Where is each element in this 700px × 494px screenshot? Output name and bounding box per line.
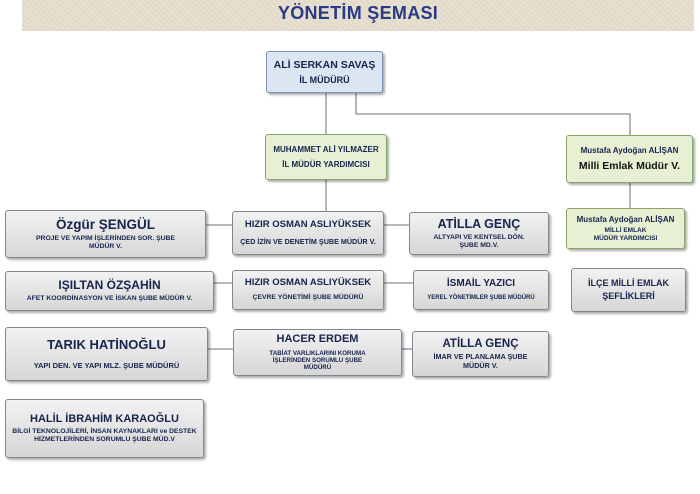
emlak-director-name: Mustafa Aydoğan ALİŞAN: [580, 145, 679, 155]
branch-name: HALİL İBRAHİM KARAOĞLU: [30, 412, 179, 425]
deputy-role: İL MÜDÜR YARDIMCISI: [282, 159, 370, 169]
branch-box-tarik: TARIK HATİNOĞLU YAPI DEN. VE YAPI MLZ. Ş…: [5, 327, 208, 381]
branch-role: İMAR VE PLANLAMA ŞUBE MÜDÜR V.: [433, 352, 528, 370]
ilce-line-2: ŞEFLİKLERİ: [602, 291, 655, 301]
branch-box-hacer: HACER ERDEM TABİAT VARLIKLARINI KORUMA İ…: [233, 329, 402, 376]
title-band: YÖNETİM ŞEMASI: [22, 0, 694, 31]
director-name: ALİ SERKAN SAVAŞ: [273, 58, 376, 71]
branch-name: İSMAİL YAZICI: [446, 277, 516, 289]
ilce-box: İLÇE MİLLİ EMLAK ŞEFLİKLERİ: [571, 268, 686, 312]
branch-box-halil: HALİL İBRAHİM KARAOĞLU BİLGİ TEKNOLOJİLE…: [5, 399, 204, 458]
branch-box-atilla-altyapi: ATİLLA GENÇ ALTYAPI VE KENTSEL DÖN. ŞUBE…: [409, 212, 549, 255]
ilce-line-1: İLÇE MİLLİ EMLAK: [588, 278, 669, 289]
branch-role: ÇEVRE YÖNETİMİ ŞUBE MÜDÜRÜ: [252, 294, 364, 302]
branch-box-ismail: İSMAİL YAZICI YEREL YÖNETİMLER ŞUBE MÜDÜ…: [413, 270, 549, 310]
branch-box-isiltan: IŞILTAN ÖZŞAHİN AFET KOORDİNASYON VE İSK…: [5, 271, 214, 311]
page-title: YÖNETİM ŞEMASI: [277, 3, 439, 23]
emlak-deputy-role-1: MİLLİ EMLAK: [604, 226, 647, 234]
branch-box-atilla-imar: ATİLLA GENÇ İMAR VE PLANLAMA ŞUBE MÜDÜR …: [412, 331, 549, 377]
emlak-director-box: Mustafa Aydoğan ALİŞAN Milli Emlak Müdür…: [566, 135, 693, 183]
emlak-deputy-name: Mustafa Aydoğan ALİŞAN: [576, 214, 675, 224]
emlak-director-role: Milli Emlak Müdür V.: [578, 159, 681, 172]
branch-role: BİLGİ TEKNOLOJİLERİ, İNSAN KAYNAKLARI ve…: [12, 428, 197, 444]
branch-name: TARIK HATİNOĞLU: [47, 336, 166, 352]
branch-role: AFET KOORDİNASYON VE İSKAN ŞUBE MÜDÜR V.: [26, 295, 193, 303]
branch-box-ozgur: Özgür ŞENGÜL PROJE VE YAPIM İŞLERİNDEN S…: [5, 210, 206, 258]
deputy-name: MUHAMMET ALİ YILMAZER: [273, 144, 379, 154]
emlak-deputy-role-2: MÜDÜR YARDIMCISI: [593, 234, 658, 242]
branch-role: TABİAT VARLIKLARINI KORUMA İŞLERİNDEN SO…: [269, 349, 366, 372]
branch-role: PROJE VE YAPIM İŞLERİNDEN SOR. ŞUBE MÜDÜ…: [36, 234, 175, 250]
branch-name: Özgür ŞENGÜL: [55, 217, 155, 233]
director-role: İL MÜDÜRÜ: [299, 74, 350, 85]
branch-name: IŞILTAN ÖZŞAHİN: [58, 277, 161, 292]
branch-role: YAPI DEN. VE YAPI MLZ. ŞUBE MÜDÜRÜ: [33, 360, 180, 370]
branch-box-hizir-ced: HIZIR OSMAN ASLIYÜKSEK ÇED İZİN VE DENET…: [232, 211, 384, 255]
branch-role: ALTYAPI VE KENTSEL DÖN. ŞUBE MD.V.: [433, 233, 525, 249]
emlak-deputy-box: Mustafa Aydoğan ALİŞAN MİLLİ EMLAK MÜDÜR…: [566, 208, 685, 249]
branch-role: YEREL YÖNETİMLER ŞUBE MÜDÜRÜ: [427, 295, 535, 302]
branch-name: HACER ERDEM: [276, 333, 359, 346]
branch-name: HIZIR OSMAN ASLIYÜKSEK: [244, 218, 372, 230]
branch-name: ATİLLA GENÇ: [442, 337, 519, 350]
director-box: ALİ SERKAN SAVAŞ İL MÜDÜRÜ: [266, 51, 383, 93]
branch-box-hizir-cevre: HIZIR OSMAN ASLIYÜKSEK ÇEVRE YÖNETİMİ ŞU…: [232, 270, 384, 310]
deputy-box: MUHAMMET ALİ YILMAZER İL MÜDÜR YARDIMCIS…: [265, 134, 387, 180]
connector-director-emlak: [355, 93, 631, 135]
branch-role: ÇED İZİN VE DENETİM ŞUBE MÜDÜR V.: [240, 236, 376, 246]
branch-name: ATİLLA GENÇ: [437, 217, 521, 232]
branch-name: HIZIR OSMAN ASLIYÜKSEK: [244, 276, 372, 288]
